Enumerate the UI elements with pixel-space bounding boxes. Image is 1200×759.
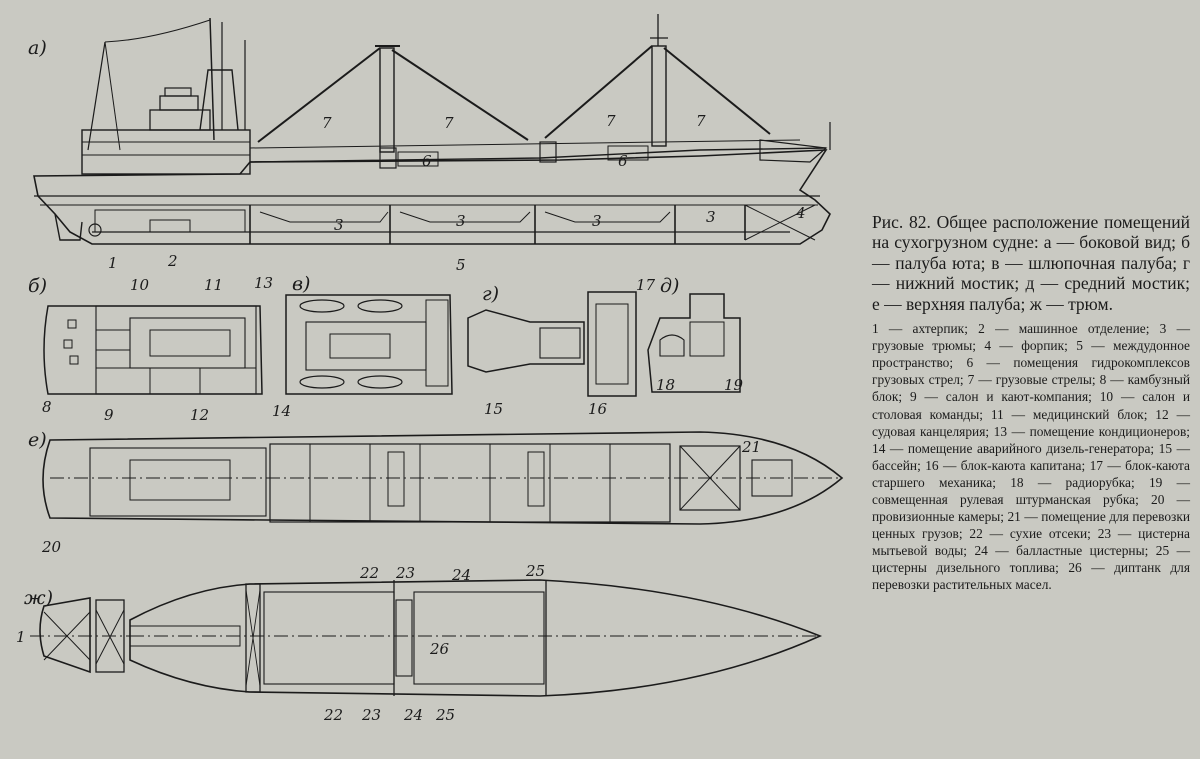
section-label-d: д): [660, 275, 679, 297]
callout-number: 9: [104, 406, 114, 424]
ship-arrangement-drawing: а) б) в) г) д) е) ж) 7 7 7 7 6 6 3 3 3 3…: [16, 14, 844, 724]
section-label-b: б): [28, 275, 47, 297]
callout-number: 1: [108, 254, 118, 272]
callout-number: 13: [254, 274, 273, 292]
callout-number: 8: [42, 398, 52, 416]
callout-number: 3: [592, 212, 602, 230]
callout-number: 23: [361, 706, 381, 724]
middle-bridge-plan: [647, 293, 741, 393]
callout-number: 20: [41, 538, 62, 556]
callout-number: 1: [16, 628, 26, 646]
callout-number: 12: [190, 406, 209, 424]
callout-number: 23: [395, 564, 415, 582]
funnel: [199, 69, 239, 131]
superstructure: [81, 129, 251, 175]
hold-plan: [30, 579, 823, 697]
callout-number: 16: [588, 400, 608, 418]
callout-number: 14: [272, 402, 291, 420]
callout-number: 18: [656, 376, 675, 394]
upper-deck-plan: [42, 431, 844, 525]
section-label-g: г): [482, 283, 499, 305]
section-label-v: в): [292, 273, 310, 295]
caption-title: Рис. 82. Общее расположение помещений на…: [872, 212, 1190, 314]
callout-number: 22: [359, 564, 379, 582]
callout-number: 6: [618, 152, 628, 170]
callout-number: 10: [130, 276, 150, 294]
lower-bridge-plan: [467, 291, 637, 397]
callout-number: 4: [795, 204, 806, 222]
poop-deck-plan: [43, 305, 263, 395]
callout-number: 15: [484, 400, 503, 418]
caption-legend: 1 — ахтерпик; 2 — машинное отделение; 3 …: [872, 321, 1190, 593]
section-label-e: е): [28, 429, 47, 451]
callout-number: 25: [435, 706, 455, 724]
callout-number: 25: [525, 562, 545, 580]
hull-outline: [33, 149, 831, 245]
callout-number: 24: [403, 706, 423, 724]
callout-number: 21: [741, 438, 761, 456]
side-profile: [33, 14, 831, 245]
section-label-zh: ж): [24, 587, 53, 609]
callout-number: 22: [323, 706, 343, 724]
callout-number: 26: [429, 640, 450, 658]
callout-number: 3: [456, 212, 466, 230]
section-label-a: а): [28, 37, 47, 59]
boat-deck-plan: [285, 294, 453, 395]
derrick-post-fore: [379, 47, 395, 153]
callout-number: 19: [724, 376, 744, 394]
callout-number: 5: [456, 256, 466, 274]
derrick-post-aft: [651, 45, 667, 147]
callout-number: 2: [167, 252, 178, 270]
callout-number: 3: [334, 216, 344, 234]
callout-number: 7: [444, 114, 454, 132]
callout-number: 24: [451, 566, 471, 584]
callout-number: 11: [204, 276, 223, 294]
callout-number: 6: [422, 152, 432, 170]
callout-number: 7: [696, 112, 706, 130]
callout-number: 3: [706, 208, 716, 226]
callout-number: 7: [606, 112, 616, 130]
callout-number: 7: [322, 114, 332, 132]
upper-deck-outline: [42, 431, 844, 525]
hold-outline: [129, 579, 823, 697]
figure-caption: Рис. 82. Общее расположение помещений на…: [872, 212, 1190, 594]
callout-number: 17: [636, 276, 656, 294]
